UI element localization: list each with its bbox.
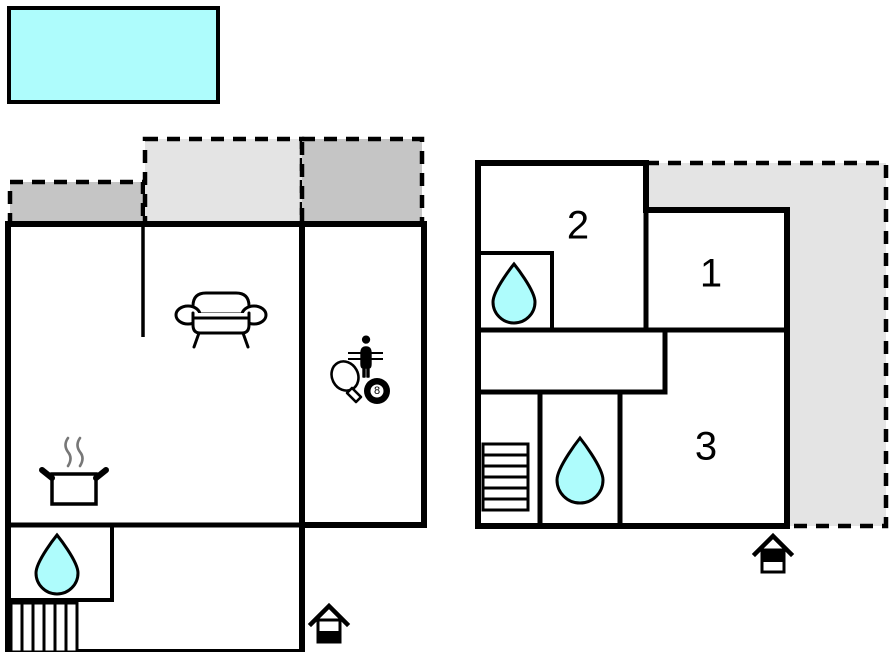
steam-icon [64, 436, 84, 468]
entrance-icon [751, 532, 795, 574]
terrace-east [299, 136, 425, 228]
terrace-group-ground [7, 136, 425, 228]
bathroom-cell-upper [478, 251, 554, 330]
room-number-2: 2 [567, 204, 589, 248]
entrance-icon [307, 602, 351, 644]
stairs-icon [9, 601, 79, 652]
eight-ball-number: 8 [374, 385, 380, 397]
cooking-pot-icon [39, 436, 109, 506]
foosball-player-icon [360, 335, 372, 378]
swimming-pool [7, 6, 220, 104]
sofa-icon [174, 291, 268, 349]
terrace-center [142, 136, 305, 228]
bathroom-cell-ground [8, 523, 114, 602]
stairs-icon [481, 442, 530, 512]
water-drop-icon [555, 435, 605, 505]
ground-floor-plan: 8 [5, 6, 427, 652]
upper-floor-plan: 2 1 3 [475, 160, 889, 574]
water-drop-icon [491, 261, 537, 325]
billiard-eight-ball-icon: 8 [364, 378, 390, 404]
upper-floor-outline [475, 160, 790, 529]
terrace-west [7, 179, 146, 228]
room-number-1: 1 [700, 252, 722, 296]
games-icon: 8 [330, 335, 390, 404]
water-drop-icon [34, 532, 80, 596]
ping-pong-paddle-icon [330, 360, 363, 404]
room-number-3: 3 [695, 425, 717, 469]
